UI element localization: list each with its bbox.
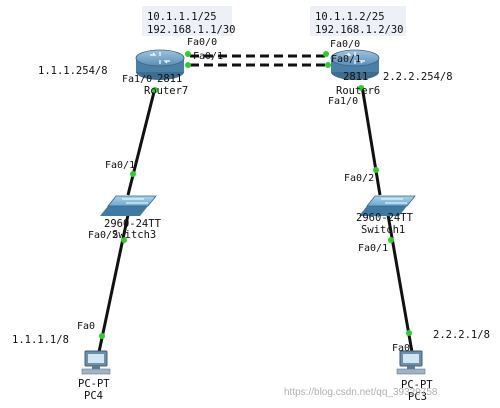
watermark: https://blog.csdn.net/qq_39329758 bbox=[284, 387, 438, 398]
switch1-name: Switch1 bbox=[361, 224, 405, 236]
port-dot bbox=[99, 333, 105, 339]
router7-lan-ip: 1.1.1.254/8 bbox=[38, 65, 108, 77]
router7-name: Router7 bbox=[144, 85, 188, 97]
switch3-port-up: Fa0/1 bbox=[105, 160, 135, 171]
router7-port-fa00: Fa0/0 bbox=[187, 37, 217, 48]
router6-lan-ip: 2.2.2.254/8 bbox=[383, 71, 453, 83]
port-dot bbox=[185, 62, 191, 68]
port-dot bbox=[121, 237, 127, 243]
router7[interactable] bbox=[135, 49, 185, 80]
link-router7-switch3[interactable] bbox=[126, 87, 157, 196]
switch1[interactable] bbox=[359, 195, 416, 216]
port-dot bbox=[185, 51, 191, 57]
port-dot bbox=[388, 237, 394, 243]
port-dot bbox=[325, 62, 331, 68]
router7-port-fa01: Fa0/1 bbox=[193, 51, 223, 62]
pc3-ip: 2.2.2.1/8 bbox=[433, 329, 490, 341]
pc4-name: PC4 bbox=[84, 390, 103, 402]
link-router6-switch1[interactable] bbox=[360, 85, 382, 196]
router7-ip2: 192.168.1.1/30 bbox=[147, 24, 236, 36]
pc4-type: PC-PT bbox=[78, 378, 110, 390]
pc4[interactable] bbox=[81, 350, 111, 375]
ip-label-bg-left bbox=[142, 6, 232, 36]
port-status-dots bbox=[99, 51, 412, 339]
router7-model: 2811 bbox=[157, 73, 182, 85]
port-dot bbox=[373, 167, 379, 173]
port-dot bbox=[323, 51, 329, 57]
router6-port-fa10: Fa1/0 bbox=[328, 96, 358, 107]
router6-port-fa01: Fa0/1 bbox=[331, 54, 361, 65]
port-dot bbox=[130, 171, 136, 177]
switch1-port-up: Fa0/2 bbox=[344, 173, 374, 184]
pc4-ip: 1.1.1.1/8 bbox=[12, 334, 69, 346]
switch3-port-down: Fa0/2 bbox=[88, 230, 118, 241]
port-dot bbox=[152, 87, 158, 93]
pc4-port: Fa0 bbox=[77, 321, 95, 332]
router7-ip1: 10.1.1.1/25 bbox=[147, 11, 217, 23]
router6-port-fa00: Fa0/0 bbox=[330, 39, 360, 50]
labels: 10.1.1.1/25 192.168.1.1/30 Fa0/0 Fa0/1 1… bbox=[12, 11, 490, 403]
pc3-port: Fa0 bbox=[392, 343, 410, 354]
ip-label-bg-right bbox=[310, 6, 406, 36]
router6[interactable] bbox=[330, 49, 380, 80]
router7-port-fa10: Fa1/0 bbox=[122, 74, 152, 85]
router6-model: 2811 bbox=[343, 71, 368, 83]
router6-name: Router6 bbox=[336, 85, 380, 97]
switch3[interactable] bbox=[100, 195, 157, 216]
switch1-model: 2960-24TT bbox=[356, 212, 414, 224]
port-dot bbox=[358, 85, 364, 91]
router6-ip2: 192.168.1.2/30 bbox=[315, 24, 404, 36]
router6-ip1: 10.1.1.2/25 bbox=[315, 11, 385, 23]
pc3-type: PC-PT bbox=[401, 379, 433, 391]
switch3-name: Switch3 bbox=[112, 229, 156, 241]
switch1-port-down: Fa0/1 bbox=[358, 243, 388, 254]
pc3[interactable] bbox=[396, 350, 426, 375]
pc3-name: PC3 bbox=[408, 391, 427, 403]
port-dot bbox=[406, 330, 412, 336]
switch3-model: 2960-24TT bbox=[104, 218, 162, 230]
